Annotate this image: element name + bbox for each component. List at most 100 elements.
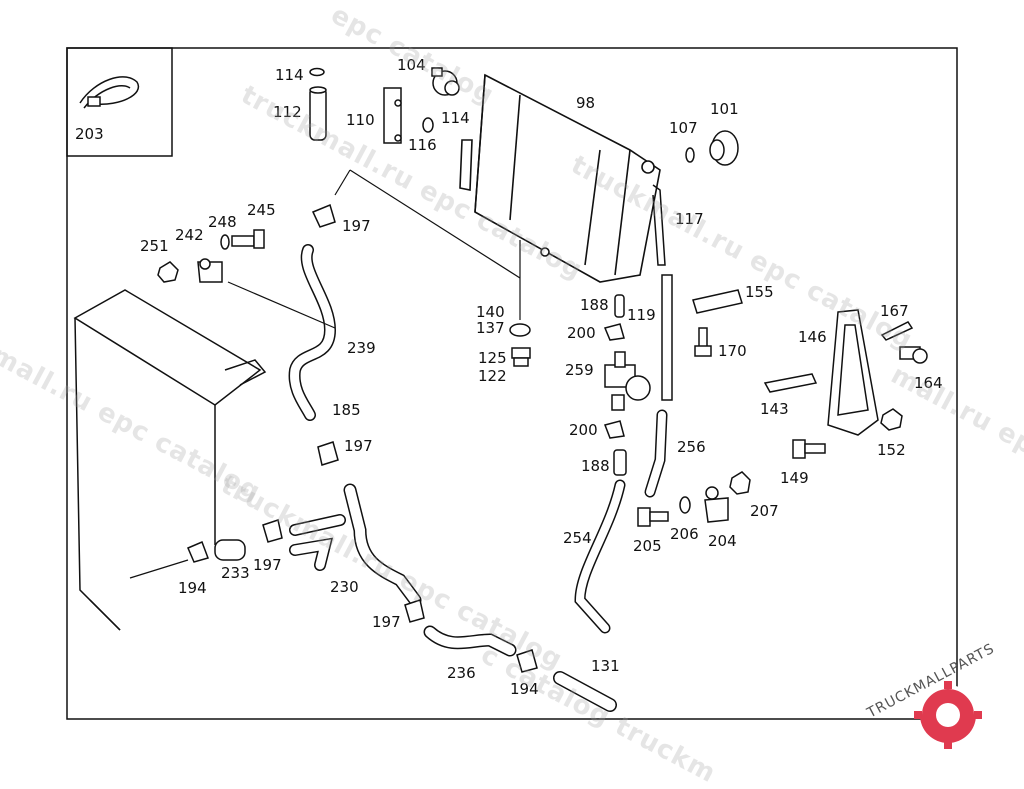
callout-137[interactable]: 137	[476, 319, 505, 337]
nut-207[interactable]	[729, 471, 751, 495]
callout-197[interactable]: 197	[372, 613, 401, 631]
callout-254[interactable]: 254	[563, 529, 592, 547]
pin-167[interactable]	[880, 321, 914, 341]
callout-236[interactable]: 236	[447, 664, 476, 682]
callout-152[interactable]: 152	[877, 441, 906, 459]
clamp-194[interactable]	[187, 541, 209, 563]
strip-155[interactable]	[692, 289, 743, 314]
clamp-194[interactable]	[516, 649, 538, 673]
pin-164[interactable]	[899, 346, 928, 364]
callout-233[interactable]: 233	[221, 564, 250, 582]
cable-tie-203[interactable]	[79, 76, 140, 109]
callout-149[interactable]: 149	[780, 469, 809, 487]
bracket-242[interactable]	[197, 258, 223, 283]
callout-197[interactable]: 197	[344, 437, 373, 455]
callout-206[interactable]: 206	[670, 525, 699, 543]
callout-204[interactable]: 204	[708, 532, 737, 550]
hose-117[interactable]	[652, 184, 673, 401]
leader-line	[334, 169, 351, 196]
callout-188[interactable]: 188	[581, 457, 610, 475]
callout-251[interactable]: 251	[140, 237, 169, 255]
radiator[interactable]	[73, 289, 267, 631]
bracket-204[interactable]	[704, 486, 729, 523]
ring-114[interactable]	[422, 117, 434, 133]
callout-230[interactable]: 230	[330, 578, 359, 596]
leader-line	[129, 559, 189, 579]
bolt-149[interactable]	[792, 439, 826, 459]
clamp-200[interactable]	[604, 420, 625, 439]
callout-104[interactable]: 104	[397, 56, 426, 74]
callout-101[interactable]: 101	[710, 100, 739, 118]
plug-233[interactable]	[214, 539, 246, 561]
sensor-110[interactable]	[383, 87, 402, 144]
callout-205[interactable]: 205	[633, 537, 662, 555]
callout-140[interactable]: 140	[476, 303, 505, 321]
bolt-205[interactable]	[637, 507, 669, 527]
bolt-245[interactable]	[231, 229, 265, 249]
tube-188[interactable]	[613, 449, 627, 476]
sleeve-112[interactable]	[309, 86, 327, 141]
callout-248[interactable]: 248	[208, 213, 237, 231]
washer-107[interactable]	[685, 147, 695, 163]
leader-line	[227, 281, 336, 329]
callout-114[interactable]: 114	[275, 66, 304, 84]
clamp-197[interactable]	[311, 203, 336, 228]
callout-98[interactable]: 98	[576, 94, 596, 112]
washer-206[interactable]	[679, 496, 691, 514]
clamp-197[interactable]	[317, 441, 339, 466]
callout-185[interactable]: 185	[332, 401, 361, 419]
expansion-tank-98[interactable]	[459, 73, 661, 283]
callout-245[interactable]: 245	[247, 201, 276, 219]
callout-259[interactable]: 259	[565, 361, 594, 379]
clamp-197[interactable]	[262, 519, 283, 543]
callout-242[interactable]: 242	[175, 226, 204, 244]
callout-112[interactable]: 112	[273, 103, 302, 121]
callout-143[interactable]: 143	[760, 400, 789, 418]
callout-114[interactable]: 114	[441, 109, 470, 127]
pad-143[interactable]	[763, 373, 818, 393]
callout-200[interactable]: 200	[569, 421, 598, 439]
inset-box	[66, 47, 173, 157]
washer-248[interactable]	[220, 234, 230, 250]
washer-114[interactable]	[309, 67, 325, 77]
callout-164[interactable]: 164	[914, 374, 943, 392]
cap-101[interactable]	[709, 130, 739, 166]
callout-117[interactable]: 117	[675, 210, 704, 228]
callout-197[interactable]: 197	[342, 217, 371, 235]
callout-110[interactable]: 110	[346, 111, 375, 129]
callout-122[interactable]: 122	[478, 367, 507, 385]
callout-119[interactable]: 119	[627, 306, 656, 324]
callout-116[interactable]: 116	[408, 136, 437, 154]
callout-107[interactable]: 107	[669, 119, 698, 137]
bracket-146[interactable]	[827, 309, 879, 436]
callout-188[interactable]: 188	[580, 296, 609, 314]
valve-259[interactable]	[604, 351, 651, 411]
cap-104[interactable]	[431, 67, 460, 96]
washer-137[interactable]	[509, 323, 531, 337]
tube-188[interactable]	[614, 294, 625, 318]
callout-197[interactable]: 197	[253, 556, 282, 574]
callout-200[interactable]: 200	[567, 324, 596, 342]
clamp-200[interactable]	[603, 323, 625, 341]
callout-167[interactable]: 167	[880, 302, 909, 320]
callout-203[interactable]: 203	[75, 125, 104, 143]
callout-155[interactable]: 155	[745, 283, 774, 301]
plug-125[interactable]	[511, 347, 531, 367]
truckmall-logo: TRUCKMALLPARTS	[860, 641, 1024, 750]
callout-170[interactable]: 170	[718, 342, 747, 360]
callout-194[interactable]: 194	[510, 680, 539, 698]
callout-207[interactable]: 207	[750, 502, 779, 520]
callout-239[interactable]: 239	[347, 339, 376, 357]
callout-194[interactable]: 194	[178, 579, 207, 597]
callout-125[interactable]: 125	[478, 349, 507, 367]
clamp-197[interactable]	[404, 599, 425, 623]
nut-152[interactable]	[880, 408, 903, 431]
nut-251[interactable]	[157, 261, 179, 283]
gear-logo-icon	[914, 681, 982, 749]
diagram-drawing	[66, 47, 958, 720]
callout-146[interactable]: 146	[798, 328, 827, 346]
callout-131[interactable]: 131	[591, 657, 620, 675]
screw-170[interactable]	[694, 327, 712, 357]
callout-256[interactable]: 256	[677, 438, 706, 456]
